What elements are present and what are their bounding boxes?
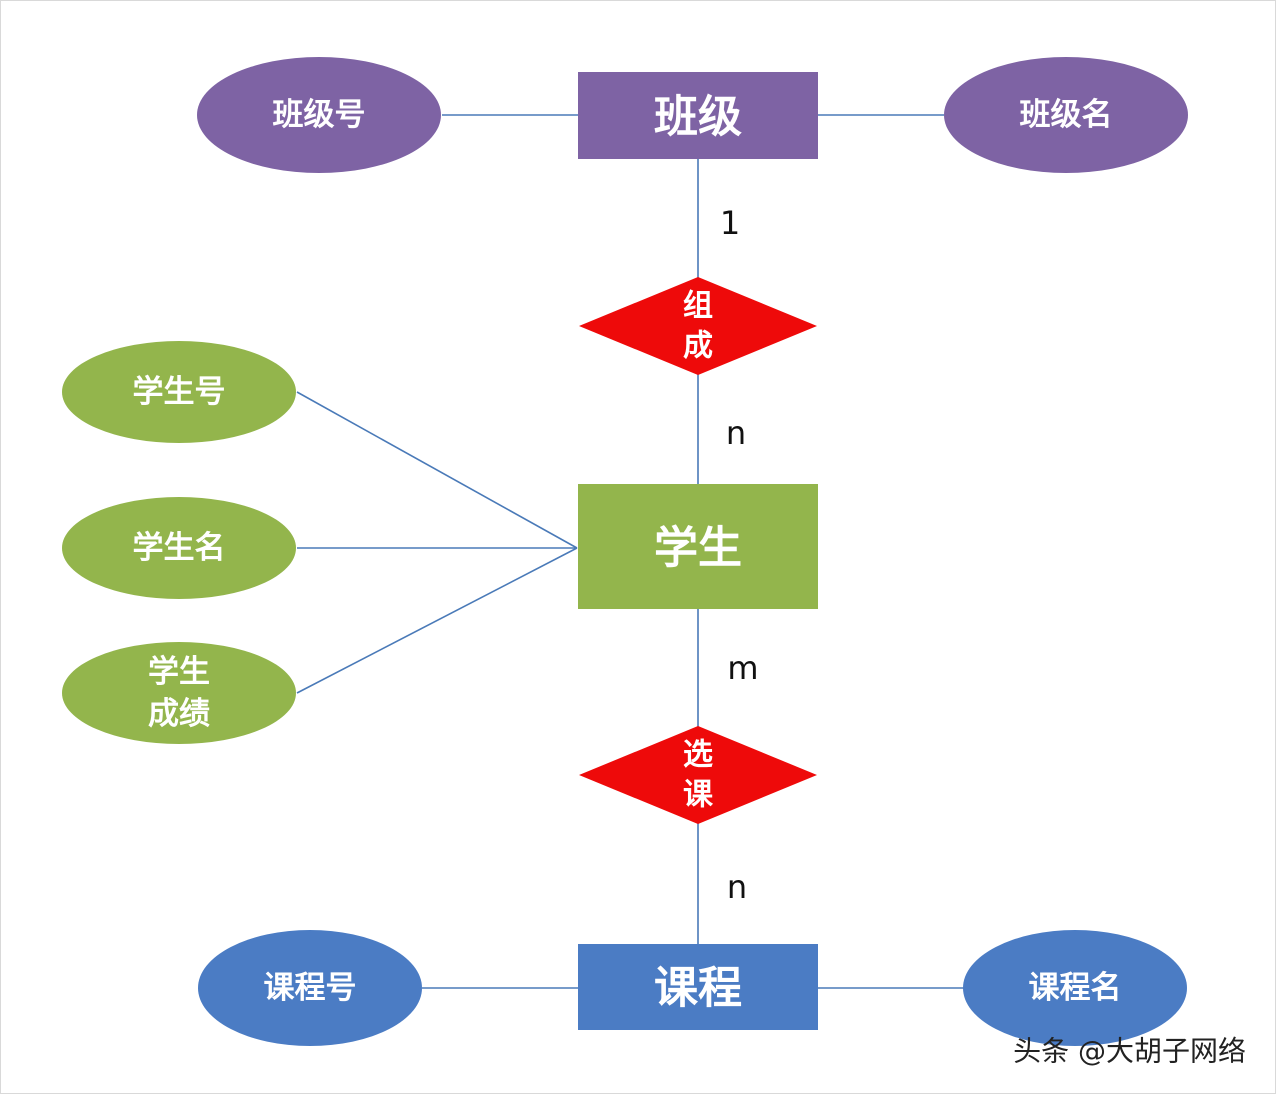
attribute-label: 课程名 bbox=[1029, 970, 1122, 1006]
entity-label: 班级 bbox=[654, 92, 742, 143]
cardinality-course-side: n bbox=[727, 868, 747, 906]
entity-student: 学生 bbox=[578, 484, 818, 609]
cardinality-class-side: 1 bbox=[720, 204, 740, 242]
attribute-ellipse bbox=[198, 930, 422, 1046]
attribute-label: 学生名 bbox=[133, 530, 226, 566]
attribute-ellipse bbox=[963, 930, 1187, 1046]
attribute-student-no: 学生号 bbox=[62, 341, 296, 443]
attribute-course-name: 课程名 bbox=[963, 930, 1187, 1046]
relationship-label-line1: 选 bbox=[683, 738, 713, 773]
attribute-label: 课程号 bbox=[264, 970, 357, 1006]
relationship-diamond bbox=[579, 726, 817, 824]
line-studentno-student bbox=[296, 391, 578, 549]
relationship-diamond bbox=[579, 277, 817, 375]
entity-course: 课程 bbox=[578, 944, 818, 1030]
attribute-ellipse bbox=[62, 341, 296, 443]
relationship-select: 选 课 bbox=[579, 726, 817, 824]
relationship-label-line2: 课 bbox=[683, 778, 714, 813]
attribute-ellipse bbox=[944, 57, 1188, 173]
relationship-label-line1: 组 bbox=[683, 289, 713, 324]
entity-box bbox=[578, 484, 818, 609]
attribute-label-line2: 成绩 bbox=[148, 696, 210, 732]
attribute-ellipse bbox=[197, 57, 441, 173]
entity-label: 课程 bbox=[654, 963, 742, 1014]
watermark-text: 头条 @大胡子网络 bbox=[1013, 1035, 1246, 1068]
attribute-class-name: 班级名 bbox=[944, 57, 1188, 173]
attribute-student-score: 学生 成绩 bbox=[62, 642, 296, 744]
attribute-label: 班级名 bbox=[1020, 97, 1113, 133]
attribute-label-line1: 学生 bbox=[148, 654, 210, 690]
attribute-student-name: 学生名 bbox=[62, 497, 296, 599]
entity-box bbox=[578, 72, 818, 159]
attribute-class-no: 班级号 bbox=[197, 57, 441, 173]
entity-label: 学生 bbox=[654, 523, 742, 574]
connectors bbox=[296, 114, 964, 989]
relationship-label-line2: 成 bbox=[683, 329, 713, 364]
cardinality-student-compose: n bbox=[726, 414, 746, 452]
attribute-course-no: 课程号 bbox=[198, 930, 422, 1046]
cardinality-student-select: m bbox=[727, 649, 758, 687]
attribute-ellipse bbox=[62, 497, 296, 599]
entity-box bbox=[578, 944, 818, 1030]
line-studentscore-student bbox=[296, 547, 578, 694]
entity-class: 班级 bbox=[578, 72, 818, 159]
attribute-ellipse bbox=[62, 642, 296, 744]
relationship-compose: 组 成 bbox=[579, 277, 817, 375]
attribute-label: 学生号 bbox=[133, 374, 226, 410]
attribute-label: 班级号 bbox=[273, 97, 366, 133]
